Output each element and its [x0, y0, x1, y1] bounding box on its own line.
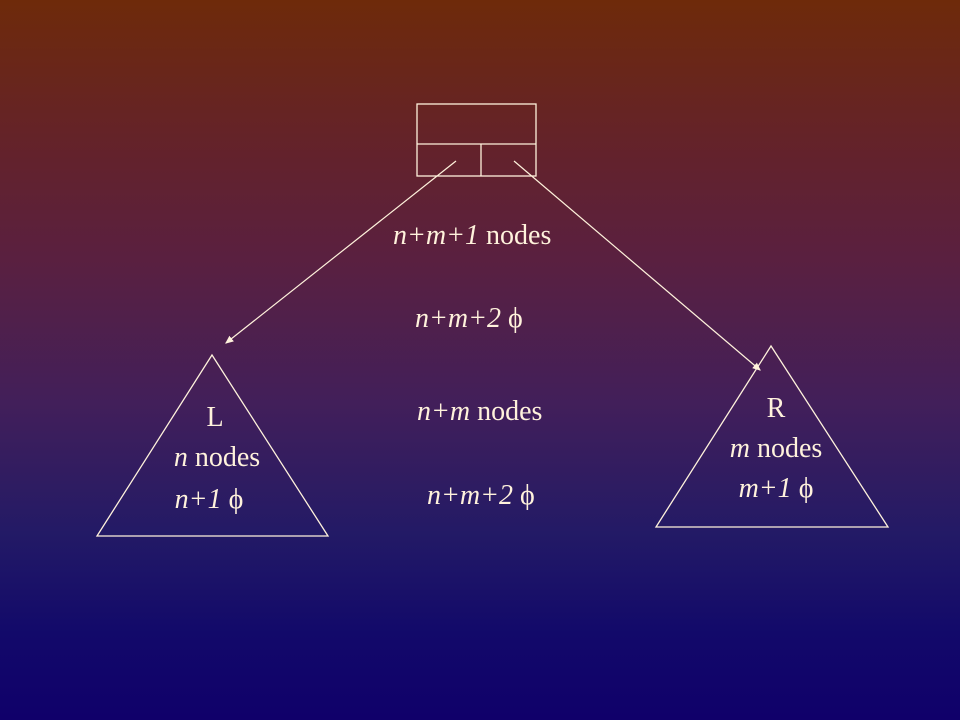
right-phi-expr: m+1: [738, 473, 792, 504]
left-nodes-expr: n: [173, 442, 188, 473]
root-node: [416, 103, 537, 177]
right-nodes-word: nodes: [756, 433, 823, 464]
right-subtree-name: R: [766, 393, 786, 424]
phi-symbol: ϕ: [520, 480, 535, 511]
left-phi-expr: n+1: [174, 484, 222, 515]
left-pointer-arrow: [225, 160, 457, 344]
left-subtree-nodes: n nodes: [174, 442, 260, 474]
root-node-box: [416, 103, 537, 177]
phi-symbol: ϕ: [508, 303, 523, 334]
total-nodes-word: nodes: [486, 220, 552, 251]
left-nodes-word: nodes: [194, 442, 261, 473]
total-phi-expr: n+m+2: [415, 303, 502, 334]
combined-nodes-word: nodes: [477, 396, 543, 427]
right-subtree-phi: m+1 ϕ: [739, 473, 814, 505]
total-nodes-expr: n+m+1: [393, 220, 480, 251]
left-subtree-phi: n+1 ϕ: [175, 484, 244, 516]
total-phi-label: n+m+2 ϕ: [415, 303, 523, 335]
right-subtree-nodes: m nodes: [730, 433, 823, 465]
right-subtree-triangle: [654, 344, 890, 528]
combined-nodes-label: n+m nodes: [417, 396, 542, 428]
right-nodes-expr: m: [729, 433, 750, 464]
phi-symbol: ϕ: [798, 473, 814, 504]
combined-nodes-expr: n+m: [417, 396, 471, 427]
combined-phi-expr: n+m+2: [427, 480, 514, 511]
phi-symbol: ϕ: [228, 484, 244, 515]
right-pointer-arrow: [513, 160, 761, 371]
left-subtree-triangle: [95, 353, 330, 537]
total-nodes-label: n+m+1 nodes: [393, 220, 551, 252]
left-subtree-name: L: [206, 402, 224, 433]
combined-phi-label: n+m+2 ϕ: [427, 480, 535, 512]
